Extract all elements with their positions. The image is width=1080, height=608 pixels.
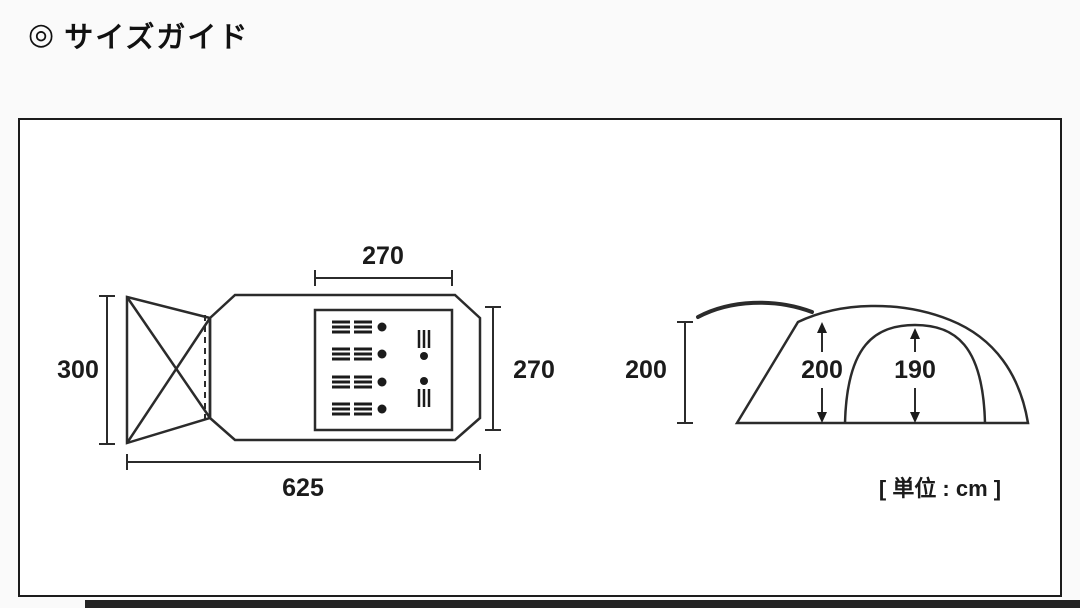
tent-outline xyxy=(208,293,482,442)
dim-left-height-label: 300 xyxy=(57,356,99,384)
person-icon xyxy=(417,377,431,407)
dim-outer-height-label: 200 xyxy=(625,356,667,384)
dim-line-inner-width xyxy=(314,270,453,286)
vestibule-outline xyxy=(125,295,212,445)
dim-line-dome-height xyxy=(910,328,920,423)
unit-label: [ 単位 : cm ] xyxy=(879,476,1001,501)
dim-inner-height-label: 200 xyxy=(801,356,843,384)
dim-line-left-height xyxy=(99,295,115,445)
sleeper-icon xyxy=(332,402,387,416)
dim-inner-width-label: 270 xyxy=(362,242,404,270)
dim-line-inner-height xyxy=(817,322,827,423)
sleeper-icon xyxy=(332,347,387,361)
awning-line xyxy=(696,300,814,319)
person-icon xyxy=(417,330,431,360)
side-view-diagram: 200 200 190 [ 単位 : cm ] xyxy=(625,300,1030,501)
page-title: サイズガイド xyxy=(64,22,250,54)
dim-dome-height-label: 190 xyxy=(894,356,936,384)
vestibule-cross xyxy=(125,296,212,444)
page-header: ◎ サイズガイド xyxy=(0,0,1080,56)
dim-line-total-length xyxy=(126,454,481,470)
sleeper-icon xyxy=(332,320,387,334)
double-circle-icon: ◎ xyxy=(28,18,55,51)
inner-dome-arch xyxy=(843,323,987,424)
floor-plan-diagram: 270 xyxy=(57,242,555,502)
dim-line-right-height xyxy=(485,306,501,431)
dim-right-height-label: 270 xyxy=(513,356,555,384)
dim-total-length-label: 625 xyxy=(282,474,324,502)
sleeper-icon xyxy=(332,375,387,389)
diagram-panel: 270 xyxy=(18,118,1062,597)
inner-tent-rect xyxy=(313,308,454,432)
size-diagram: 270 xyxy=(57,242,1030,502)
bottom-bar xyxy=(85,600,1080,608)
tent-side-outline xyxy=(734,304,1030,425)
dim-line-outer-height xyxy=(677,321,693,424)
